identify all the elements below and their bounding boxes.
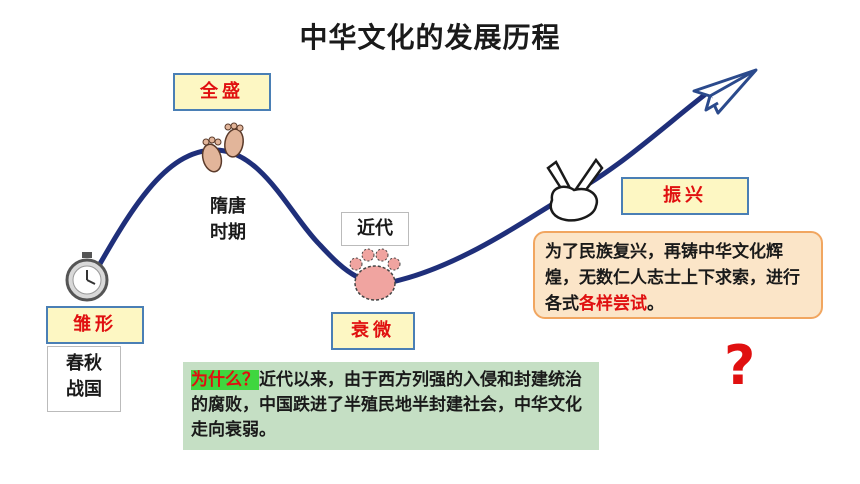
- period-peak-line2: 时期: [210, 222, 246, 243]
- paper-plane-icon: [692, 68, 758, 115]
- stage-label-peak: 全盛: [173, 73, 271, 111]
- question-box: 为什么？近代以来，由于西方列强的入侵和封建统治的腐败，中国跌进了半殖民地半封建社…: [183, 362, 599, 450]
- paw-print-icon: [349, 248, 401, 301]
- revival-note: 为了民族复兴，再铸中华文化辉煌，无数仁人志士上下求索，进行各式各样尝试。: [533, 231, 823, 319]
- revival-note-end: 。: [647, 294, 664, 314]
- period-origin-line1: 春秋: [66, 353, 102, 374]
- stopwatch-icon: [65, 252, 109, 302]
- stage-label-decline: 衰微: [331, 312, 415, 350]
- stage-label-origin: 雏形: [46, 306, 144, 344]
- revival-note-text: 为了民族复兴，再铸中华文化辉煌，无数仁人志士上下求索，进行各式: [545, 242, 800, 314]
- stage-label-revival: 振兴: [621, 177, 749, 215]
- revival-note-highlight: 各样尝试: [579, 294, 647, 314]
- period-box-decline: 近代: [341, 212, 409, 246]
- question-label: 为什么？: [191, 370, 259, 390]
- period-box-origin: 春秋 战国: [47, 346, 121, 412]
- footprints-icon: [201, 122, 244, 173]
- page-title: 中华文化的发展历程: [299, 21, 561, 54]
- period-peak-line1: 隋唐: [210, 196, 246, 217]
- period-box-peak: 隋唐 时期: [192, 191, 264, 253]
- period-origin-line2: 战国: [66, 379, 102, 400]
- victory-hand-icon: [546, 157, 604, 222]
- question-mark: ?: [724, 334, 756, 397]
- question-text: 近代以来，由于西方列强的入侵和封建统治的腐败，中国跌进了半殖民地半封建社会，中华…: [191, 370, 582, 440]
